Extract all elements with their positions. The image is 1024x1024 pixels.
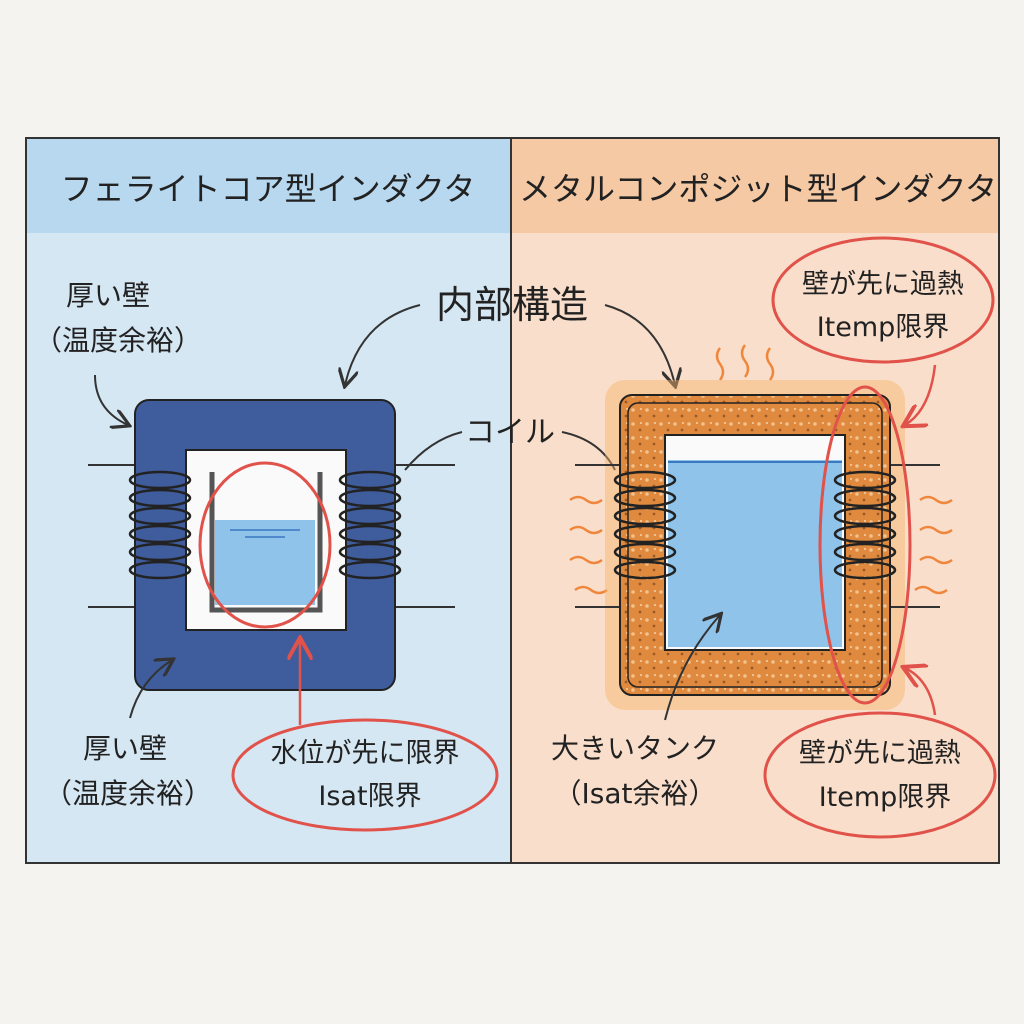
isat-limit-line1: 水位が先に限界 bbox=[271, 738, 460, 769]
arrow-itemp-top bbox=[905, 364, 937, 425]
arrow-structure-left bbox=[345, 304, 421, 385]
arrow-tank bbox=[664, 615, 720, 721]
coil-label: コイル bbox=[465, 415, 555, 450]
arrow-bottom-wall bbox=[129, 660, 172, 719]
right-coil-right bbox=[833, 470, 897, 580]
right-coil-left bbox=[613, 470, 677, 580]
left-title-band bbox=[26, 138, 511, 233]
water-level-highlight bbox=[198, 461, 332, 629]
large-tank bbox=[668, 460, 842, 647]
tank-label-line1: 大きいタンク bbox=[551, 732, 719, 765]
right-title-band bbox=[511, 138, 999, 233]
itemp-callout-bottom bbox=[763, 711, 997, 839]
itemp-bottom-line1: 壁が先に過熱 bbox=[799, 738, 961, 769]
itemp-top-line2: Itemp限界 bbox=[817, 312, 950, 343]
left-top-label-line1: 厚い壁 bbox=[66, 279, 150, 312]
itemp-top-line1: 壁が先に過熱 bbox=[802, 269, 964, 300]
isat-limit-callout bbox=[231, 718, 499, 832]
frame bbox=[25, 137, 1000, 864]
heat-waves bbox=[569, 344, 953, 595]
small-tank bbox=[209, 472, 323, 613]
itemp-callout-top bbox=[771, 236, 995, 364]
left-bottom-label-line1: 厚い壁 bbox=[83, 732, 167, 765]
hot-wall-highlight bbox=[818, 385, 912, 705]
arrow-structure-right bbox=[604, 304, 675, 385]
isat-limit-line2: Isat限界 bbox=[318, 781, 421, 812]
left-top-label-line2: （温度余裕） bbox=[34, 324, 202, 357]
left-bottom-label-line2: （温度余裕） bbox=[44, 777, 212, 810]
composite-core bbox=[575, 394, 940, 696]
left-coil-right bbox=[338, 470, 402, 580]
arrow-itemp-bottom bbox=[905, 668, 937, 716]
ferrite-core bbox=[88, 399, 455, 691]
arrow-top-wall bbox=[94, 374, 128, 425]
left-coil-left bbox=[128, 470, 192, 580]
itemp-bottom-line2: Itemp限界 bbox=[819, 782, 952, 813]
right-title: メタルコンポジット型インダクタ bbox=[519, 170, 997, 208]
structure-label: 内部構造 bbox=[436, 283, 588, 327]
left-title: フェライトコア型インダクタ bbox=[61, 170, 476, 208]
tank-label-line2: （Isat余裕） bbox=[554, 777, 717, 810]
